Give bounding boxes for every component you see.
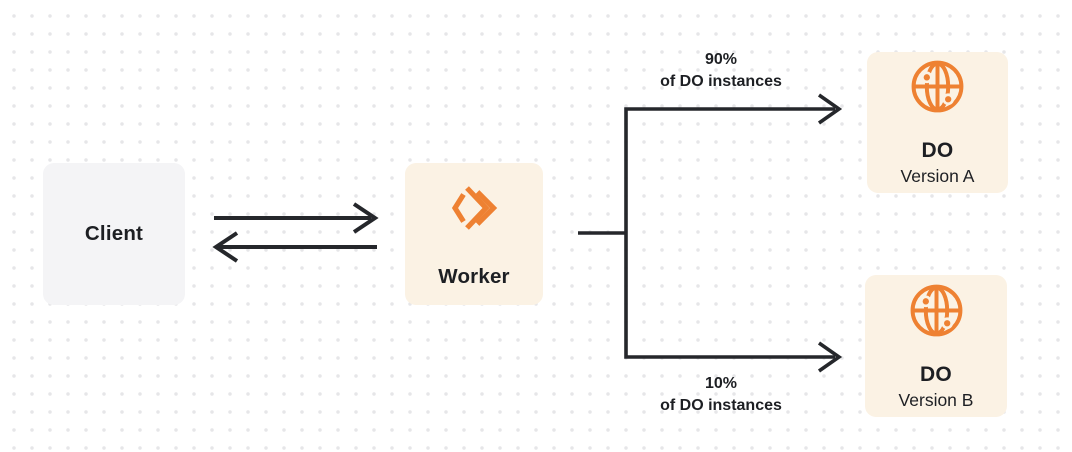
client-node: Client xyxy=(43,163,185,305)
split-percent-10: 10% xyxy=(704,375,738,392)
do-b-subtitle: Version B xyxy=(898,389,974,410)
split-caption-90: of DO instances xyxy=(660,72,782,90)
split-bracket-line xyxy=(624,107,835,359)
split-percent-90: 90% xyxy=(704,51,738,68)
worker-node: Worker xyxy=(405,163,543,305)
arrowhead-to-do-a xyxy=(817,93,843,125)
do-b-title: DO xyxy=(919,362,953,386)
arrowhead-to-do-b xyxy=(817,341,843,373)
cloudflare-workers-icon xyxy=(447,179,501,242)
do-a-subtitle: Version A xyxy=(900,166,975,186)
do-version-a-node: DO Version A xyxy=(867,52,1008,193)
arrow-worker-to-client xyxy=(212,231,377,263)
worker-label: Worker xyxy=(438,265,510,288)
split-caption-10: of DO instances xyxy=(660,396,782,414)
durable-object-globe-icon xyxy=(908,282,965,344)
do-version-b-node: DO Version B xyxy=(865,275,1007,417)
split-label-90: 90% of DO instances xyxy=(611,49,831,92)
client-label: Client xyxy=(84,222,144,245)
split-label-10: 10% of DO instances xyxy=(611,373,831,416)
do-a-title: DO xyxy=(921,139,954,162)
arrow-client-to-worker xyxy=(214,202,379,234)
durable-object-globe-icon xyxy=(909,58,966,120)
